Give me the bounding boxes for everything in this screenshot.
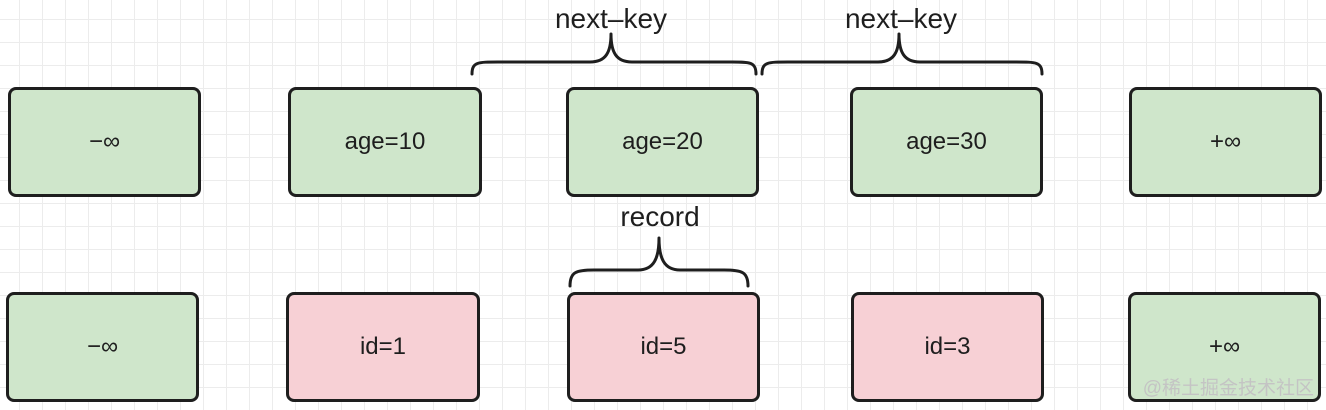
- record-brace: [568, 236, 750, 288]
- record-id-3: id=3: [851, 292, 1044, 402]
- next-key-brace-left: [470, 32, 758, 76]
- record-neg-infinity: −∞: [6, 292, 199, 402]
- next-key-label-right: next–key: [844, 3, 958, 34]
- index-pos-infinity: +∞: [1129, 87, 1322, 197]
- record-pos-infinity: +∞: [1128, 292, 1321, 402]
- record-label: record: [620, 201, 700, 232]
- record-id-1: id=1: [286, 292, 480, 402]
- index-age-30: age=30: [850, 87, 1043, 197]
- index-age-20: age=20: [566, 87, 759, 197]
- index-age-10: age=10: [288, 87, 482, 197]
- next-key-label-left: next–key: [554, 3, 668, 34]
- watermark: @稀土掘金技术社区: [1142, 378, 1314, 399]
- index-neg-infinity: −∞: [8, 87, 201, 197]
- next-key-brace-right: [760, 32, 1044, 76]
- record-id-5: id=5: [567, 292, 760, 402]
